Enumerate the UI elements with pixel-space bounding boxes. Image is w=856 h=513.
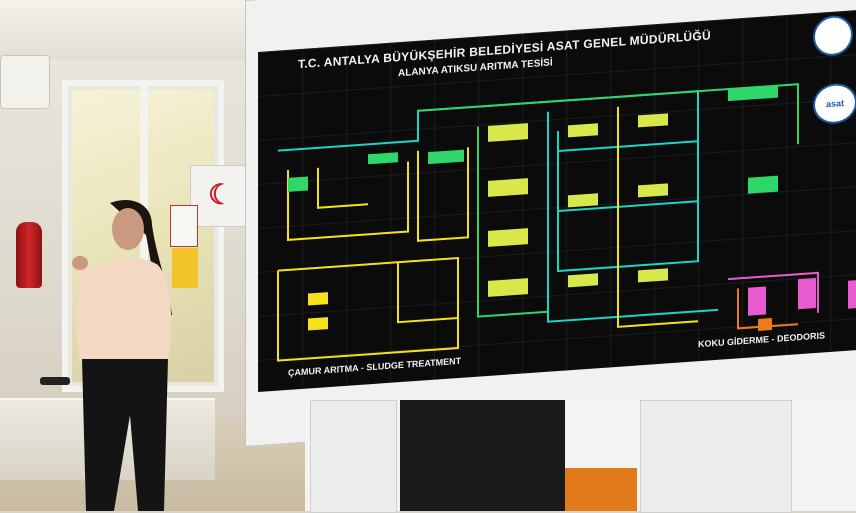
sludge-thickener [308,292,328,306]
presenter-person [40,199,172,511]
hand [72,256,88,270]
deodor-unit [758,318,772,332]
aeration-tank [638,268,668,283]
aeration-tank [568,193,598,208]
clarifier-tank [488,228,528,247]
process-mimic-board: T.C. ANTALYA BÜYÜKŞEHİR BELEDİYESİ ASAT … [258,10,856,392]
cyan-pipe [558,140,698,213]
safety-sign-red [170,205,198,247]
pink-pipe [728,271,819,313]
face [112,208,144,250]
screen-unit [368,152,398,165]
clarifier-tank [488,278,528,297]
deodor-tower [748,286,766,316]
orange-pipe [737,288,798,330]
control-equipment [400,400,565,511]
digester [728,85,778,102]
red-crescent-icon: ☾ [208,179,234,210]
grit-unit [428,149,464,165]
aeration-tank [638,183,668,198]
yellow-pipe [397,262,458,324]
yellow-pipe [277,256,459,362]
sludge-thickener [308,317,328,331]
cabinet-door [310,400,397,513]
clarifier-tank [488,123,528,142]
aeration-tank [568,273,598,288]
cyan-pipe [547,111,718,323]
aeration-tank [638,113,668,128]
yellow-pipe [417,147,469,242]
deodor-tower [848,280,856,309]
safety-sign-yellow [172,248,198,288]
cabinet-door [640,400,792,513]
orange-equipment [565,468,637,511]
process-diagram [277,83,856,362]
fire-extinguisher-icon [16,222,42,288]
microphone [40,377,70,385]
green-pipe [418,83,799,145]
effluent-unit [748,175,778,194]
yellow-pipe [617,106,698,328]
green-pipe [477,126,548,318]
aeration-tank [568,123,598,138]
yellow-pipe [287,161,409,241]
first-aid-cabinet [190,165,247,227]
air-conditioner [0,55,50,109]
trousers [82,359,168,511]
inlet-unit [288,176,308,192]
deodor-tower [798,277,816,310]
clarifier-tank [488,178,528,197]
